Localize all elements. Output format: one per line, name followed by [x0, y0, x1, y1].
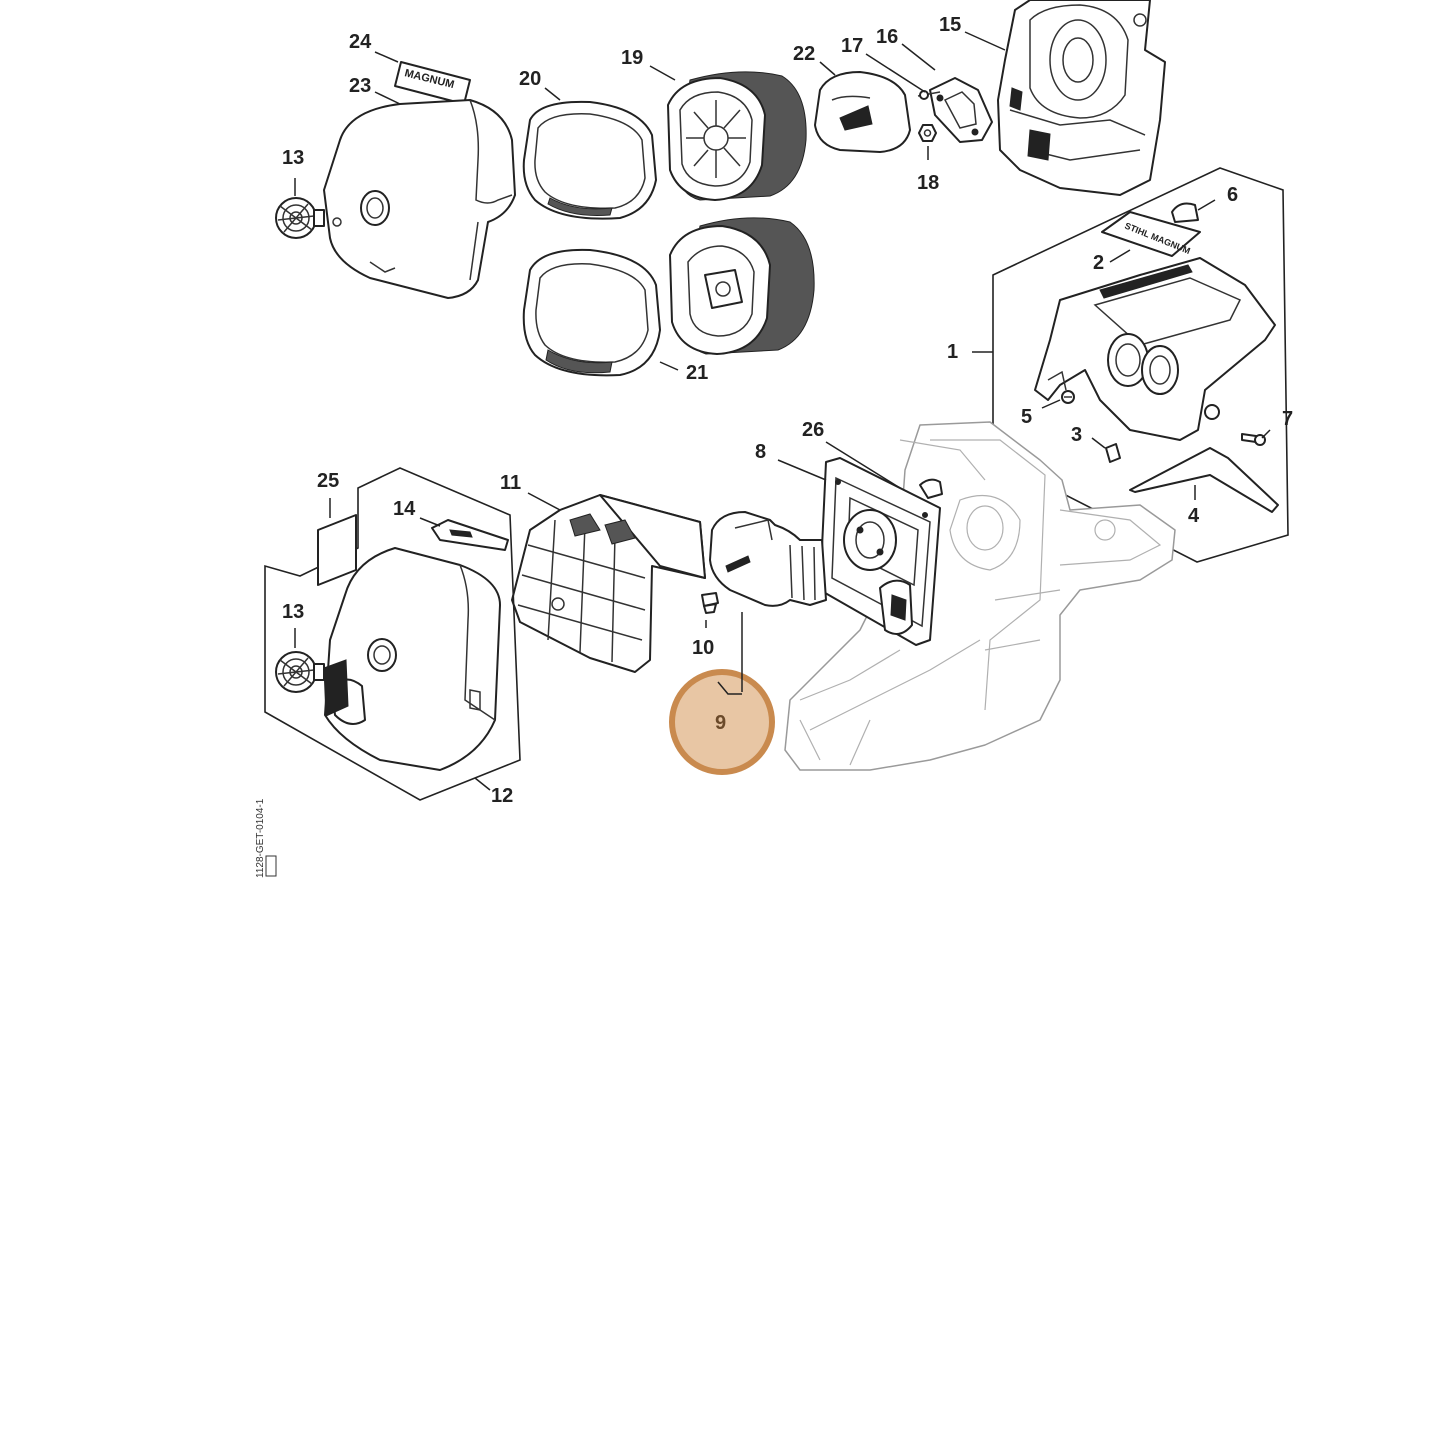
part-15-carburetor-box[interactable] [997, 0, 1166, 196]
part-20-filter-ring[interactable] [522, 100, 657, 220]
callout-25[interactable]: 25 [317, 470, 339, 492]
callout-numbers: 24 23 20 19 22 17 16 15 18 13 21 6 2 1 5… [282, 14, 1293, 807]
part-18-nut[interactable] [918, 124, 937, 142]
part-12-lower-cover[interactable] [323, 547, 501, 771]
part-7-screw[interactable] [1241, 433, 1266, 446]
callout-9[interactable]: 9 [715, 712, 726, 734]
callout-7[interactable]: 7 [1282, 408, 1293, 430]
leader-lines [294, 31, 1271, 791]
engine-housing [784, 421, 1176, 771]
part-25-decal[interactable] [317, 514, 357, 586]
callout-5[interactable]: 5 [1021, 406, 1032, 428]
part-8-base-plate[interactable] [819, 457, 941, 646]
callout-10[interactable]: 10 [692, 637, 714, 659]
part-13-knob-upper[interactable] [275, 197, 325, 239]
part-17-intake-flange[interactable] [929, 77, 993, 143]
highlight-marker-part-9[interactable] [669, 612, 775, 775]
part-23-filter-cover[interactable] [323, 99, 516, 299]
callout-19[interactable]: 19 [621, 47, 643, 69]
callout-4[interactable]: 4 [1188, 505, 1200, 527]
part-21-air-filter-lower[interactable] [669, 217, 815, 355]
part-19-air-filter[interactable] [667, 71, 807, 201]
part-5-screw[interactable] [1061, 390, 1075, 404]
callout-23[interactable]: 23 [349, 75, 371, 97]
reference-code: 1128-GET-0104-1 [255, 798, 277, 878]
callout-20[interactable]: 20 [519, 68, 541, 90]
callout-15[interactable]: 15 [939, 14, 961, 36]
part-6-plug[interactable] [1171, 202, 1199, 223]
part-2-stihl-decal[interactable]: STIHL MAGNUM [1101, 211, 1201, 257]
callout-17[interactable]: 17 [841, 35, 863, 57]
part-22-pre-filter[interactable] [814, 71, 911, 153]
callout-1[interactable]: 1 [947, 341, 958, 363]
callout-13-upper[interactable]: 13 [282, 147, 304, 169]
part-1-shroud[interactable] [1034, 257, 1276, 441]
part-14-cover-strip[interactable] [431, 519, 509, 551]
reference-code-text: 1128-GET-0104-1 [255, 798, 266, 878]
part-11-lower-filter[interactable] [511, 494, 706, 673]
part-10-screw[interactable] [701, 592, 719, 614]
callout-18[interactable]: 18 [917, 172, 939, 194]
callout-11[interactable]: 11 [500, 472, 521, 494]
callout-22[interactable]: 22 [793, 43, 815, 65]
callout-26[interactable]: 26 [802, 419, 824, 441]
callout-16[interactable]: 16 [876, 26, 898, 48]
part-24-magnum-decal[interactable]: MAGNUM [394, 61, 471, 105]
callout-24[interactable]: 24 [349, 31, 372, 53]
callout-14[interactable]: 14 [393, 498, 416, 520]
callout-8[interactable]: 8 [755, 441, 766, 463]
part-13-knob-lower[interactable] [275, 651, 325, 693]
part-21-filter-ring-lower[interactable] [522, 248, 661, 377]
part-9-air-guide[interactable] [709, 511, 827, 607]
callout-2[interactable]: 2 [1093, 252, 1104, 274]
callout-3[interactable]: 3 [1071, 424, 1082, 446]
part-3-grommet[interactable] [1105, 443, 1121, 463]
callout-13-lower[interactable]: 13 [282, 601, 304, 623]
callout-21[interactable]: 21 [686, 362, 708, 384]
part-4-cover-strip[interactable] [1129, 447, 1279, 513]
part-26-gasket[interactable] [919, 478, 943, 499]
callout-6[interactable]: 6 [1227, 184, 1238, 206]
callout-12[interactable]: 12 [491, 785, 513, 807]
